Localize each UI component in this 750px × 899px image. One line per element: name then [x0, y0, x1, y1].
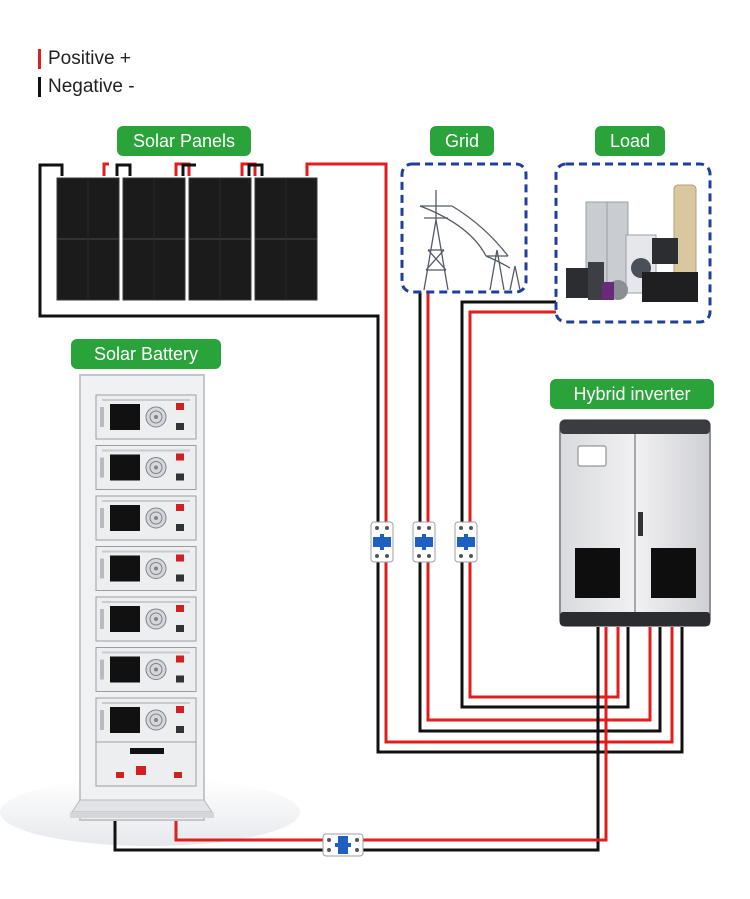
legend-positive-swatch	[38, 49, 41, 69]
fan-icon	[145, 507, 167, 529]
battery-display	[110, 505, 140, 531]
legend-negative: Negative -	[38, 76, 135, 98]
solar-panel-1	[56, 177, 120, 301]
wire-battery-positive-left	[174, 812, 324, 842]
circuit-breaker-icon	[454, 521, 478, 563]
battery-display	[110, 707, 140, 733]
label-grid: Grid	[430, 126, 494, 156]
label-solar-battery: Solar Battery	[71, 339, 221, 369]
breakers	[322, 521, 478, 857]
wire-battery-negative-left	[113, 812, 324, 852]
wire-jumper-3-neg	[247, 163, 264, 176]
fan-icon	[145, 558, 167, 579]
battery-controller-module	[95, 741, 197, 787]
legend-negative-label: Negative -	[48, 76, 135, 97]
battery-display	[110, 454, 140, 481]
solar-panel-2	[122, 177, 186, 301]
inverter-display	[577, 445, 607, 467]
wires	[38, 162, 684, 852]
wire-solar-positive	[305, 162, 674, 744]
wire-battery-positive-right	[362, 625, 608, 842]
label-solar-panels: Solar Panels	[117, 126, 251, 156]
inverter-vent-left	[575, 548, 620, 598]
transmission-tower-icon	[419, 190, 521, 291]
fan-icon	[145, 406, 167, 428]
fan-icon	[145, 709, 167, 731]
wire-solar-negative	[38, 163, 684, 754]
wire-jumper-2-neg	[181, 163, 196, 176]
circuit-breaker-icon	[412, 521, 436, 563]
legend-negative-swatch	[38, 77, 41, 97]
wire-battery-negative-right	[362, 625, 600, 852]
fan-icon	[145, 659, 167, 680]
load-box	[554, 162, 712, 324]
hybrid-inverter	[559, 419, 711, 627]
circuit-breaker-icon	[322, 833, 364, 857]
wire-load-negative	[460, 300, 630, 709]
battery-module	[95, 546, 197, 591]
inverter-vent-right	[651, 548, 696, 598]
battery-module	[95, 445, 197, 490]
solar-panels	[56, 177, 318, 301]
fan-icon	[145, 608, 167, 630]
battery-module	[95, 495, 197, 541]
grid-dashed-frame	[400, 162, 528, 294]
inverter-handle	[638, 512, 643, 536]
wire-jumper-1-pos	[102, 162, 109, 176]
battery-module	[95, 394, 197, 440]
label-hybrid-inverter: Hybrid inverter	[550, 379, 714, 409]
battery-display	[110, 404, 140, 430]
solar-panel-4	[254, 177, 318, 301]
battery-display	[110, 555, 140, 582]
battery-module	[95, 647, 197, 692]
wire-jumper-1-neg	[115, 163, 132, 176]
battery-display	[110, 656, 140, 683]
wire-load-positive	[468, 310, 620, 699]
wire-grid-negative	[418, 292, 662, 733]
fan-icon	[145, 457, 167, 478]
legend-positive: Positive +	[38, 48, 131, 70]
solar-battery	[70, 374, 214, 821]
legend-positive-label: Positive +	[48, 48, 131, 69]
battery-module	[95, 697, 197, 743]
battery-module	[95, 596, 197, 642]
battery-display	[110, 606, 140, 632]
solar-panel-3	[188, 177, 252, 301]
grid-box	[400, 162, 528, 294]
appliances-icon	[566, 184, 698, 302]
label-load: Load	[595, 126, 665, 156]
circuit-breaker-icon	[370, 521, 394, 563]
battery-modules	[95, 394, 197, 743]
wire-grid-positive	[426, 292, 652, 722]
